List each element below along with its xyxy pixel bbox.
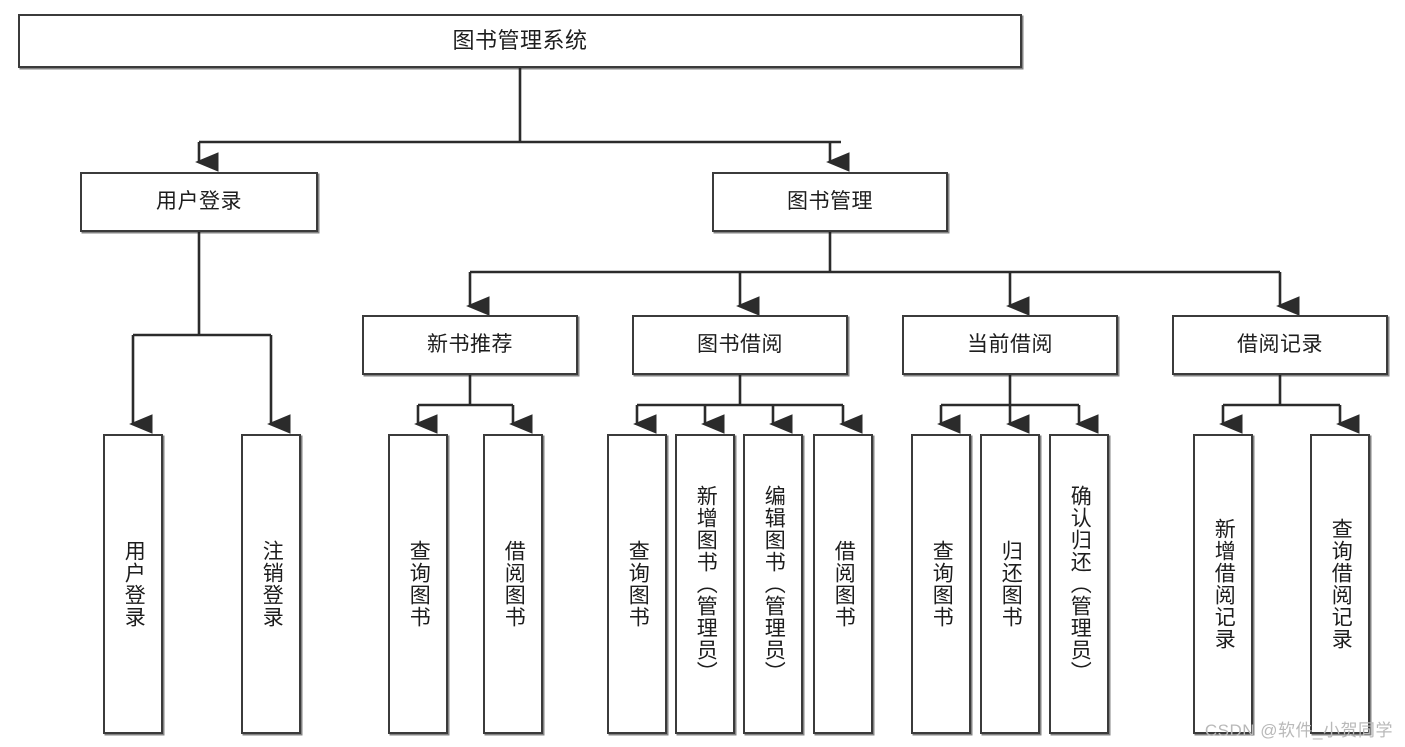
leaf-borrow-edit-book-admin[interactable]: 编辑图书（管理员） [743,434,803,734]
node-root-system[interactable]: 图书管理系统 [18,14,1022,68]
node-label: 归还图书 [999,540,1023,628]
node-label: 新增借阅记录 [1212,518,1236,650]
node-borrow-record[interactable]: 借阅记录 [1172,315,1388,375]
node-label: 用户登录 [122,540,146,628]
node-label: 确认归还（管理员） [1068,485,1092,683]
node-new-book-recommend[interactable]: 新书推荐 [362,315,578,375]
node-book-management[interactable]: 图书管理 [712,172,948,232]
leaf-borrow-add-book-admin[interactable]: 新增图书（管理员） [675,434,735,734]
node-label: 用户登录 [156,189,242,213]
leaf-current-return-book[interactable]: 归还图书 [980,434,1040,734]
leaf-record-add-record[interactable]: 新增借阅记录 [1193,434,1253,734]
leaf-current-confirm-return-admin[interactable]: 确认归还（管理员） [1049,434,1109,734]
leaf-user-login-signout[interactable]: 注销登录 [241,434,301,734]
node-label: 图书管理系统 [452,28,588,54]
node-label: 借阅图书 [502,540,526,628]
node-label: 查询借阅记录 [1329,518,1353,650]
node-label: 当前借阅 [967,332,1053,356]
node-label: 图书管理 [787,189,873,213]
node-book-borrow[interactable]: 图书借阅 [632,315,848,375]
leaf-borrow-query-book[interactable]: 查询图书 [607,434,667,734]
node-label: 查询图书 [407,540,431,628]
node-label: 查询图书 [930,540,954,628]
node-label: 查询图书 [626,540,650,628]
node-user-login[interactable]: 用户登录 [80,172,318,232]
leaf-borrow-borrow-book[interactable]: 借阅图书 [813,434,873,734]
watermark-text: CSDN @软件_小贺同学 [1204,721,1393,740]
node-label: 借阅记录 [1237,332,1323,356]
leaf-recommend-borrow-book[interactable]: 借阅图书 [483,434,543,734]
node-current-borrow[interactable]: 当前借阅 [902,315,1118,375]
node-label: 新书推荐 [427,332,513,356]
leaf-record-query-record[interactable]: 查询借阅记录 [1310,434,1370,734]
leaf-current-query-book[interactable]: 查询图书 [911,434,971,734]
leaf-recommend-query-book[interactable]: 查询图书 [388,434,448,734]
node-label: 注销登录 [260,540,284,628]
node-label: 新增图书（管理员） [694,485,718,683]
node-label: 图书借阅 [697,332,783,356]
node-label: 借阅图书 [832,540,856,628]
node-label: 编辑图书（管理员） [762,485,786,683]
leaf-user-login-signin[interactable]: 用户登录 [103,434,163,734]
